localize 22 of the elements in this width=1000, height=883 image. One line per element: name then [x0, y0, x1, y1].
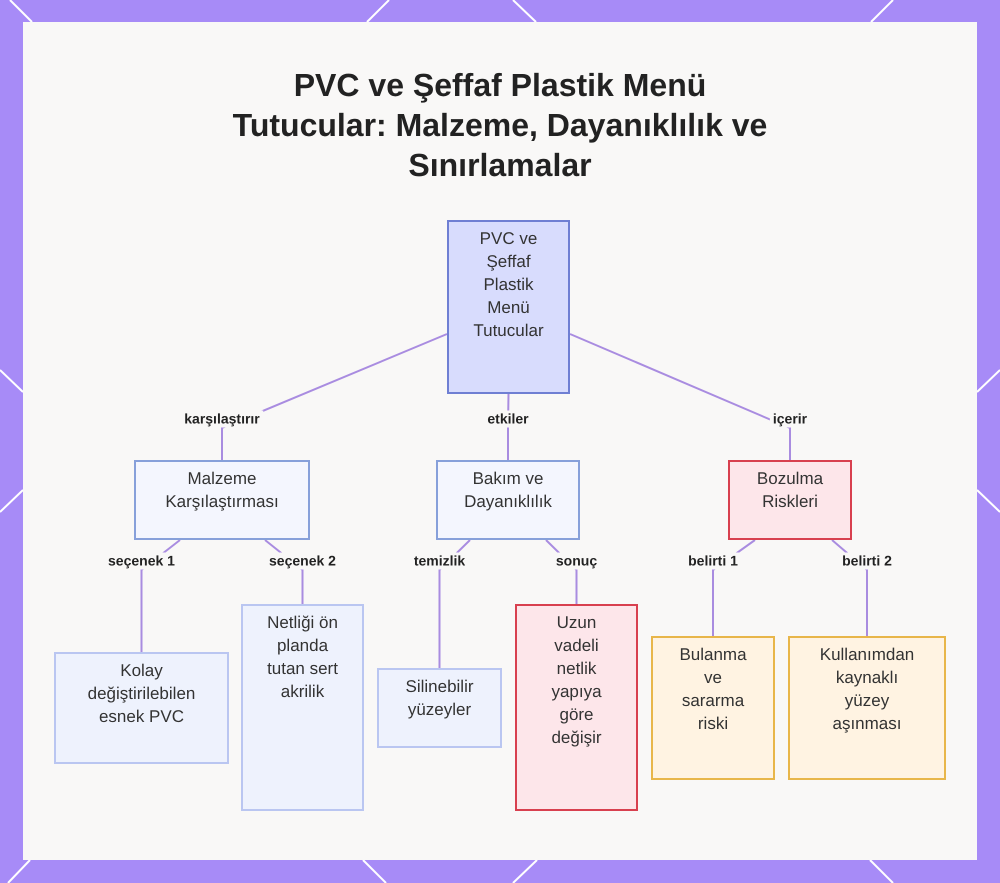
node-label: Bakım ve Dayanıklılık — [463, 468, 553, 513]
detail-box — [651, 636, 775, 780]
node-label: Silinebilir yüzeyler — [404, 676, 475, 721]
node-label: PVC ve Şeffaf Plastik Menü Tutucular — [472, 228, 545, 342]
node-label: Uzun vadeli netlik yapıya göre değişir — [550, 612, 603, 749]
connector-line — [570, 333, 791, 460]
detail-box — [241, 604, 364, 811]
diagram-title: PVC ve Şeffaf Plastik Menü Tutucular: Malzeme, Dayanıklılık ve Sınırlamalar — [232, 66, 768, 185]
detail-box — [788, 636, 946, 780]
node-label: Malzeme Karşılaştırması — [164, 468, 280, 513]
detail-box — [377, 668, 502, 748]
detail-box — [515, 604, 638, 811]
category-box — [728, 460, 852, 540]
category-box — [134, 460, 310, 540]
node-label: Kullanımdan kaynaklı yüzey aşınması — [818, 644, 916, 735]
topic-box — [447, 220, 570, 394]
category-box — [436, 460, 580, 540]
node-label: Bulanma ve sararma riski — [678, 644, 748, 735]
detail-box — [54, 652, 229, 764]
node-label: Netliği ön planda tutan sert akrilik — [266, 612, 339, 703]
node-label: Kolay değiştirilebilen esnek PVC — [86, 660, 196, 728]
node-label: Bozulma Riskleri — [756, 468, 824, 513]
